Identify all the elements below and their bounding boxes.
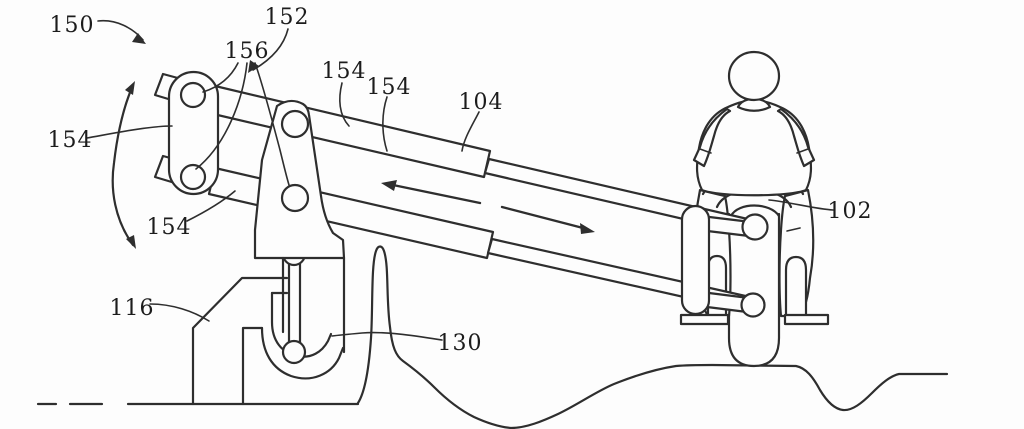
pivot-arc-head-top bbox=[125, 81, 135, 95]
fender-arc-inner bbox=[729, 204, 781, 218]
link-pin-lower bbox=[281, 339, 307, 365]
slide-arrow-left-head bbox=[381, 180, 397, 191]
base-outer-edge bbox=[191, 276, 289, 406]
upper-pin-end bbox=[741, 213, 769, 241]
rider-torso bbox=[695, 99, 813, 197]
left-glove-cuff bbox=[699, 148, 712, 154]
ref-label-152: 152 bbox=[265, 5, 310, 30]
terrain-profile bbox=[356, 245, 949, 429]
helmet bbox=[727, 50, 781, 102]
leader-156-a bbox=[202, 62, 239, 93]
right-glove-cuff bbox=[796, 148, 809, 154]
left-link-plate bbox=[167, 70, 220, 196]
foot-peg-right bbox=[783, 313, 830, 326]
leader-130 bbox=[331, 331, 443, 341]
pivot-plate-hole-top bbox=[280, 109, 310, 139]
leader-154-upper-b bbox=[382, 96, 388, 152]
left-link-plate-body bbox=[167, 70, 220, 196]
neck-collar bbox=[736, 97, 772, 112]
right-pin-joints bbox=[680, 204, 769, 318]
pivot-arc bbox=[111, 83, 135, 247]
ref-label-102: 102 bbox=[828, 199, 873, 224]
ref-label-154-upper-a: 154 bbox=[322, 59, 367, 84]
ref-label-104: 104 bbox=[459, 90, 504, 115]
support-base bbox=[191, 276, 345, 406]
left-link-pin-top bbox=[179, 81, 207, 109]
right-link-plate bbox=[680, 204, 711, 316]
right-leg-crease bbox=[786, 227, 801, 232]
rear-wheel-fill bbox=[729, 214, 779, 366]
pivot-link-rod bbox=[281, 241, 307, 365]
leader-156-c bbox=[254, 62, 290, 186]
base-hook-outer bbox=[260, 326, 345, 380]
leader-154-lower bbox=[186, 190, 236, 222]
reference-labels: 150 152 156 154 154 104 154 154 102 116 … bbox=[48, 5, 873, 356]
slide-arrow-right-head bbox=[580, 223, 595, 234]
upper-beam-sleeve bbox=[207, 84, 492, 179]
ref-label-156: 156 bbox=[225, 39, 270, 64]
leader-lines bbox=[86, 19, 834, 341]
leader-150-head bbox=[132, 33, 146, 44]
base-inner-edge bbox=[241, 326, 264, 406]
pivot-plate-hole-middle bbox=[280, 183, 310, 213]
ref-label-150: 150 bbox=[50, 13, 95, 38]
leader-152 bbox=[252, 28, 289, 71]
slide-motion-arrows bbox=[381, 180, 595, 234]
lower-beam-sleeve bbox=[207, 166, 495, 260]
pivot-arc-head-bottom bbox=[126, 235, 136, 249]
slide-arrow-left-shaft bbox=[391, 183, 482, 205]
leader-156-b bbox=[195, 62, 248, 170]
pivot-arc-arrow bbox=[111, 81, 136, 249]
slide-arrow-right-shaft bbox=[500, 205, 585, 230]
leader-152-head bbox=[248, 60, 259, 73]
leader-154-upper-a bbox=[339, 82, 350, 127]
left-link-pin-bottom bbox=[179, 163, 207, 191]
leader-102 bbox=[768, 199, 834, 211]
seesaw-beams bbox=[153, 72, 754, 313]
ref-label-154-left: 154 bbox=[48, 128, 93, 153]
leader-104 bbox=[461, 111, 480, 152]
leader-116 bbox=[149, 303, 210, 322]
foot-peg-left bbox=[679, 313, 730, 326]
ref-label-116: 116 bbox=[110, 296, 155, 321]
rear-wheel bbox=[727, 212, 781, 368]
ref-label-130: 130 bbox=[438, 331, 483, 356]
lower-pin-end bbox=[740, 292, 766, 318]
ref-label-154-upper-b: 154 bbox=[367, 75, 412, 100]
leader-154-left bbox=[86, 125, 173, 139]
rider-right-boot bbox=[784, 255, 808, 318]
ref-label-154-lower: 154 bbox=[147, 215, 192, 240]
